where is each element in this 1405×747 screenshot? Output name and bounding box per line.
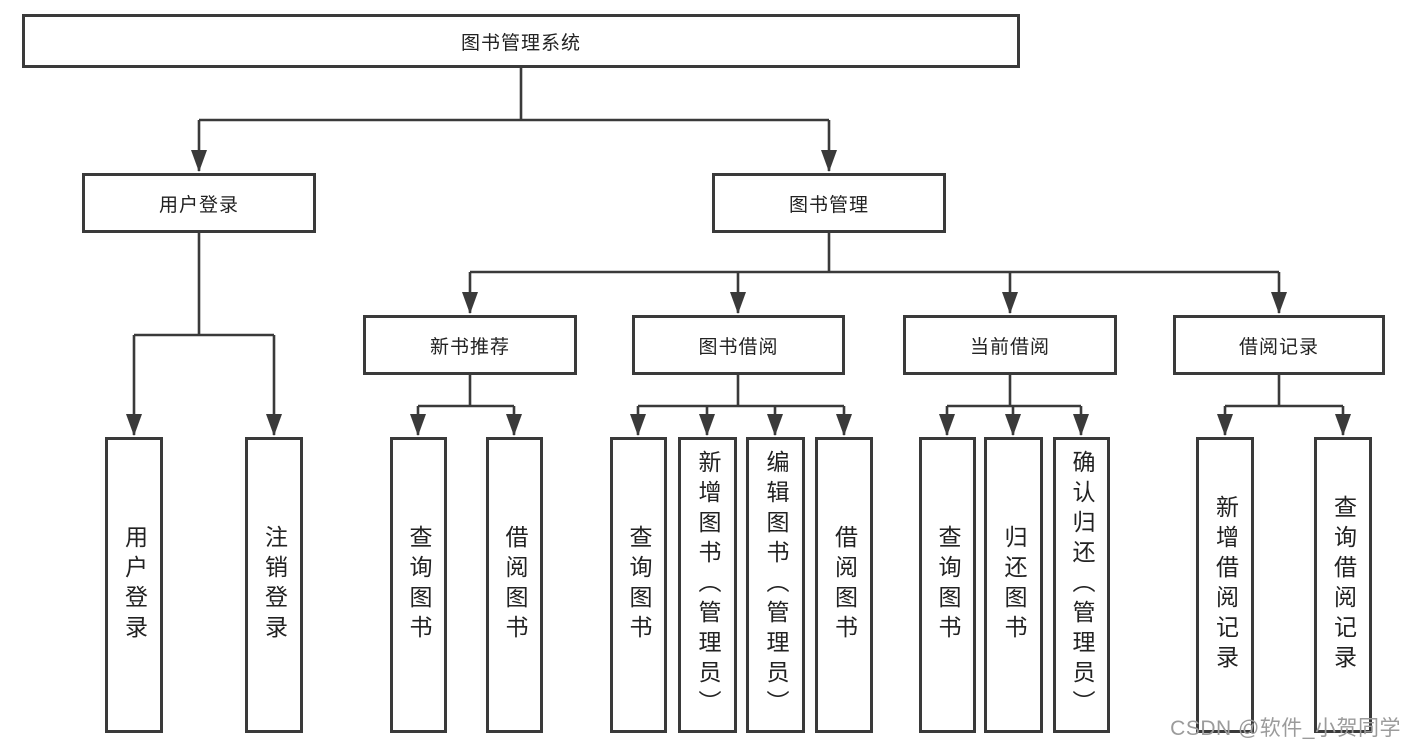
leaf-node-query-borrow-record: 查询借阅记录 <box>1314 437 1372 733</box>
node-book-borrowing: 图书借阅 <box>632 315 845 375</box>
edge-borrowing-records-to-leaves <box>1217 375 1351 436</box>
node-borrowing-records: 借阅记录 <box>1173 315 1385 375</box>
leaf-node-borrow-books-recommend: 借阅图书 <box>486 437 543 733</box>
leaf-node-query-books-current: 查询图书 <box>919 437 976 733</box>
csdn-watermark: CSDN @软件_小贺同学 <box>1170 717 1401 740</box>
node-user-login: 用户登录 <box>82 173 316 233</box>
node-new-book-recommend: 新书推荐 <box>363 315 577 375</box>
edge-root-to-level2 <box>191 68 837 172</box>
leaf-node-borrow-books: 借阅图书 <box>815 437 873 733</box>
node-current-borrowing: 当前借阅 <box>903 315 1117 375</box>
leaf-node-logout: 注销登录 <box>245 437 303 733</box>
leaf-node-edit-books-admin: 编辑图书（管理员） <box>746 437 805 733</box>
leaf-node-add-borrow-record: 新增借阅记录 <box>1196 437 1254 733</box>
leaf-node-user-login: 用户登录 <box>105 437 163 733</box>
edge-book-borrowing-to-leaves <box>630 375 852 436</box>
leaf-node-query-books-borrowing: 查询图书 <box>610 437 667 733</box>
edge-current-borrowing-to-leaves <box>939 375 1089 436</box>
node-library-management-system: 图书管理系统 <box>22 14 1020 68</box>
leaf-node-query-books-recommend: 查询图书 <box>390 437 447 733</box>
leaf-node-add-books-admin: 新增图书（管理员） <box>678 437 737 733</box>
edge-new-book-recommend-to-leaves <box>410 375 522 436</box>
leaf-node-confirm-return-admin: 确认归还（管理员） <box>1053 437 1110 733</box>
edge-book-management-to-level3 <box>462 233 1287 314</box>
leaf-node-return-books: 归还图书 <box>984 437 1043 733</box>
edge-user-login-to-leaves <box>126 233 282 436</box>
node-book-management: 图书管理 <box>712 173 946 233</box>
